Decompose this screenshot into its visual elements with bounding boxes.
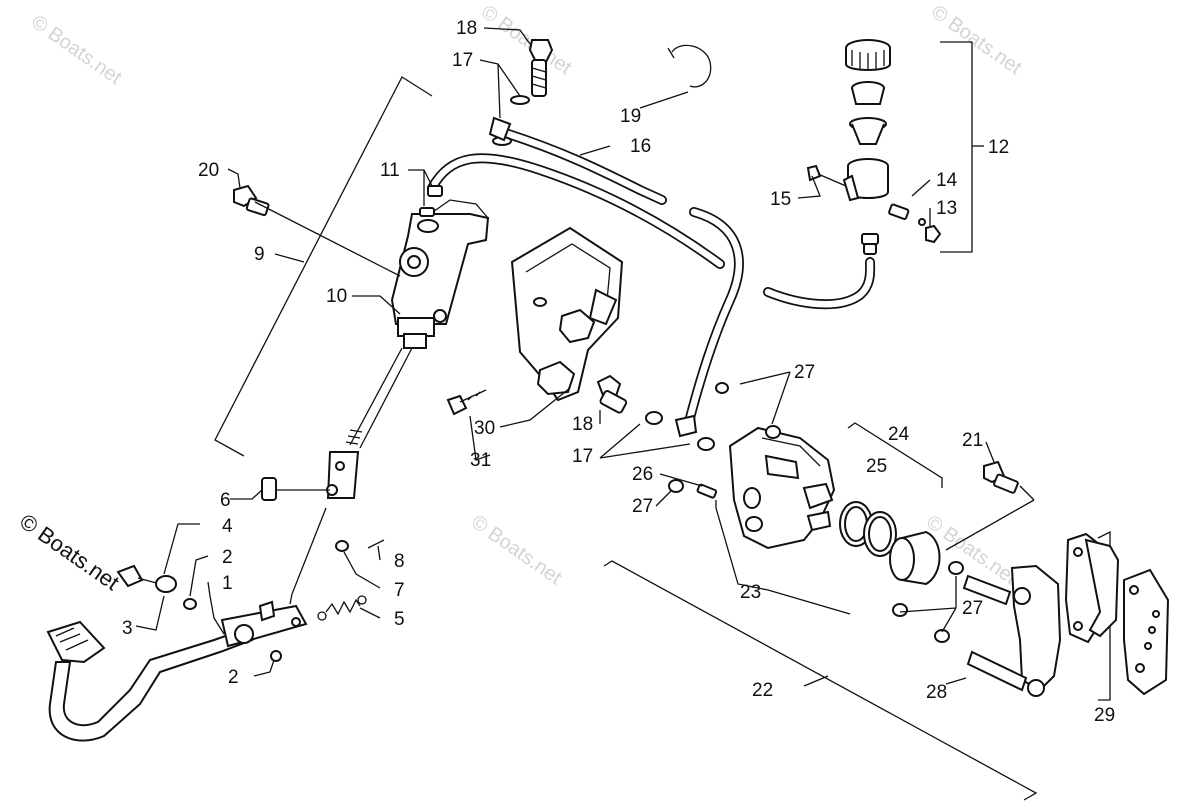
brake-pedal: [46, 600, 308, 742]
watermark-4: © Boats.net: [467, 511, 566, 589]
callout-28: 28: [926, 682, 947, 703]
pad-bracket: [962, 564, 1062, 697]
banjo-bolt-top: [488, 39, 554, 146]
callout-7: 7: [394, 580, 405, 601]
callout-1: 1: [222, 573, 233, 594]
callout-24: 24: [888, 424, 910, 445]
hose-16: [491, 125, 667, 205]
callout-6: 6: [220, 490, 231, 511]
leader-lines: [135, 27, 995, 687]
callout-3: 3: [122, 618, 133, 639]
callout-18-lower: 18: [572, 414, 593, 435]
bolt-21: [945, 460, 1035, 551]
banjo-bolt-lower: [596, 374, 729, 451]
callout-9: 9: [254, 244, 265, 265]
callout-20: 20: [198, 160, 219, 181]
brake-line-upper: [427, 153, 725, 269]
callout-30: 30: [474, 418, 495, 439]
callout-14: 14: [936, 170, 958, 191]
bolt-20: [233, 184, 401, 277]
callout-10: 10: [326, 286, 347, 307]
callout-labels: 18 17 19 16 20 11 9 10 12 14 15 13 30 31…: [122, 18, 1115, 726]
master-cylinder: [326, 185, 490, 499]
washers-27: [892, 561, 964, 643]
callout-26: 26: [632, 464, 653, 485]
callout-5: 5: [394, 609, 405, 630]
brake-line-lower: [685, 207, 744, 423]
reservoir-hose: [763, 257, 876, 310]
callout-13: 13: [936, 198, 957, 219]
callout-29: 29: [1094, 705, 1115, 726]
piston-seals: [839, 501, 897, 557]
callout-4: 4: [222, 516, 233, 537]
hose-clip: [667, 44, 712, 88]
callout-27-right: 27: [962, 598, 983, 619]
callout-31: 31: [470, 450, 491, 471]
mounting-bracket: [446, 226, 624, 416]
watermark-1: © Boats.net: [27, 11, 126, 89]
callout-27-left: 27: [632, 496, 653, 517]
callout-15: 15: [770, 189, 791, 210]
watermark-6: © Boats.net: [15, 509, 124, 596]
callout-11: 11: [380, 160, 400, 181]
caliper: [668, 425, 836, 550]
callout-23: 23: [740, 582, 761, 603]
pedal-hardware: [116, 477, 385, 662]
callout-2-upper: 2: [222, 547, 233, 568]
callout-18-top: 18: [456, 18, 477, 39]
brake-pads: [1064, 532, 1170, 696]
callout-16: 16: [630, 136, 651, 157]
callout-17-lower: 17: [572, 446, 593, 467]
callout-25: 25: [866, 456, 887, 477]
callout-17-top: 17: [452, 50, 473, 71]
callout-12: 12: [988, 137, 1009, 158]
watermark-3: © Boats.net: [927, 1, 1026, 79]
callout-2-lower: 2: [228, 667, 239, 688]
reservoir-assembly: [806, 39, 942, 255]
callout-8: 8: [394, 551, 405, 572]
callout-27-top: 27: [794, 362, 815, 383]
callout-21: 21: [962, 430, 983, 451]
piston: [889, 530, 941, 586]
bracket-lines: [214, 41, 1111, 801]
callout-22: 22: [752, 680, 773, 701]
callout-19: 19: [620, 106, 641, 127]
